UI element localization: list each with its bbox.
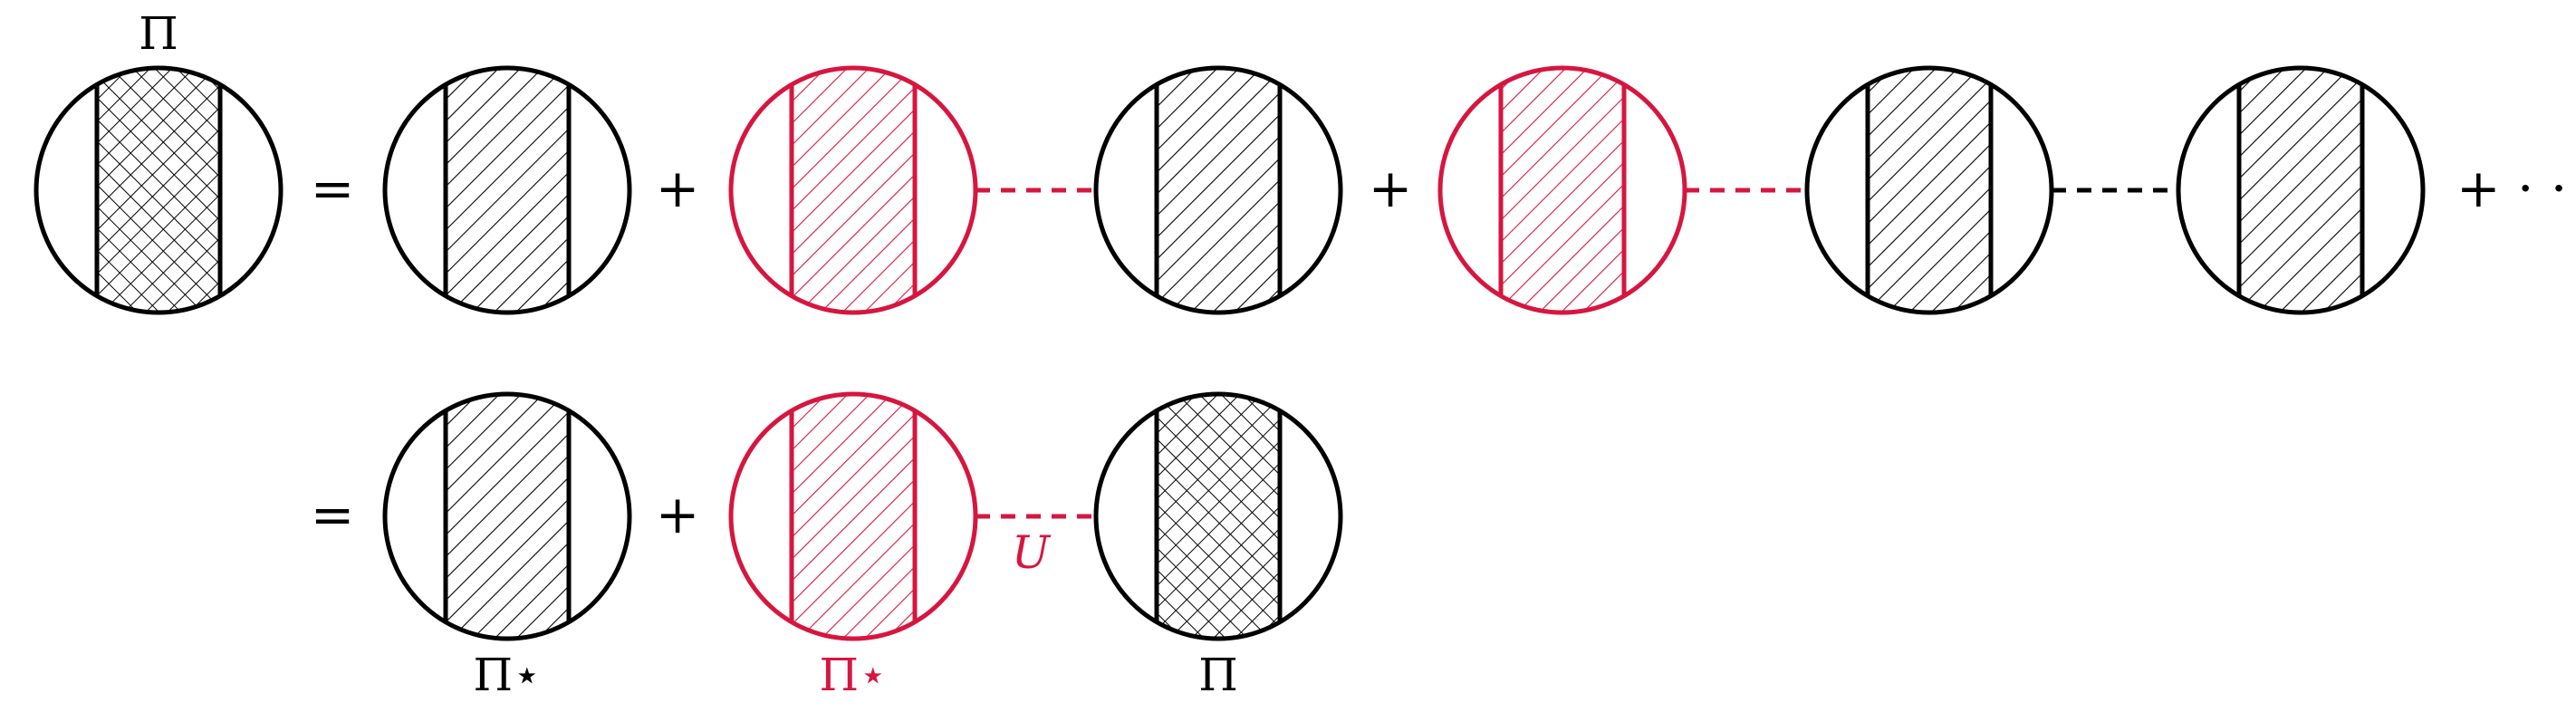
- proper-bubble: [382, 65, 632, 315]
- interaction-label: U: [1012, 526, 1052, 579]
- plus-sign: +: [1369, 158, 1413, 219]
- pi-label-bottom: Π: [1198, 649, 1238, 701]
- proper-bubble: [1093, 65, 1343, 315]
- plus-sign: +: [656, 484, 700, 545]
- proper-bubble-highlighted: [728, 65, 978, 315]
- pi-label-top: Π: [139, 7, 178, 60]
- ellipsis-term: + · · ·: [2456, 158, 2576, 219]
- proper-bubble-highlighted: [1437, 65, 1687, 315]
- proper-bubble: [382, 391, 632, 641]
- pi-star-label: Π⋆: [474, 649, 542, 701]
- full-bubble: [34, 65, 284, 315]
- equals-sign: =: [311, 158, 355, 219]
- pi-star-label-highlighted: Π⋆: [820, 649, 888, 701]
- proper-bubble-highlighted: [728, 391, 978, 641]
- proper-bubble: [1804, 65, 2054, 315]
- equals-sign: =: [311, 484, 355, 545]
- full-bubble: [1093, 391, 1343, 641]
- proper-bubble: [2176, 65, 2426, 315]
- plus-sign: +: [656, 158, 700, 219]
